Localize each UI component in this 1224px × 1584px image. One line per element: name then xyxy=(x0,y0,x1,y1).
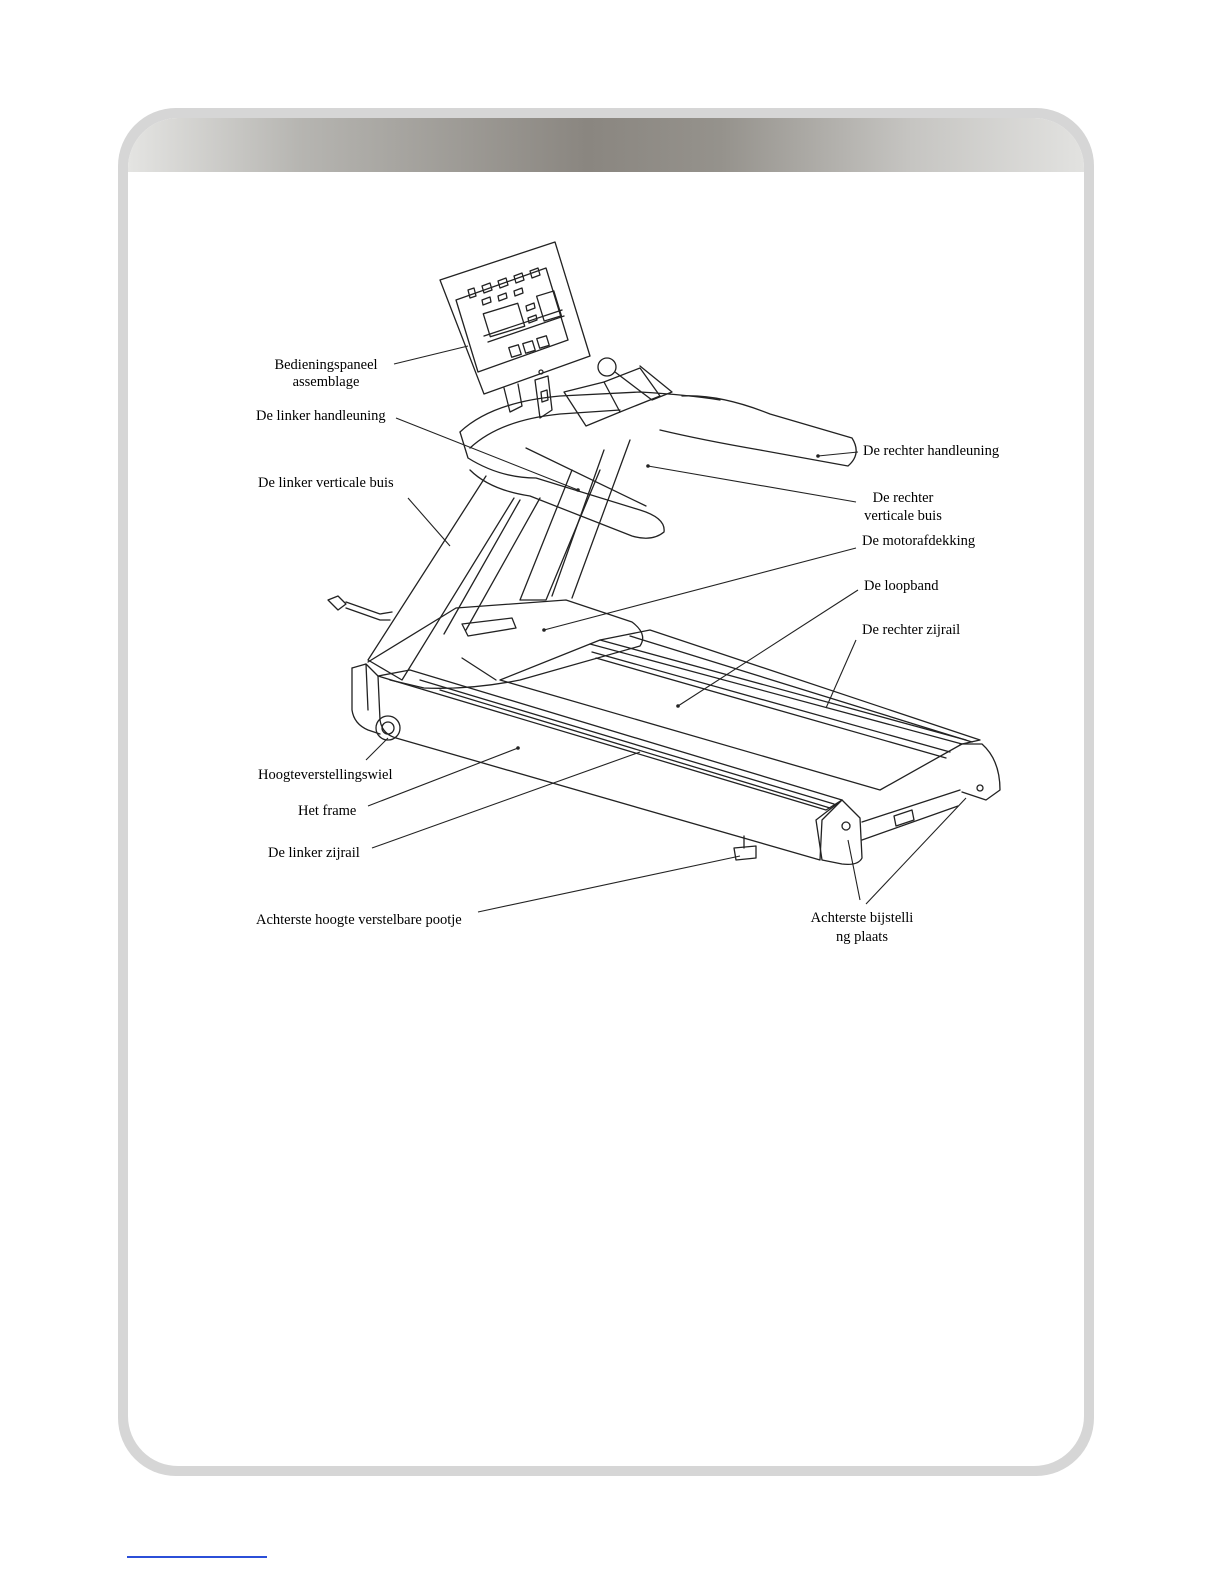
label-right-side-rail: De rechter zijrail xyxy=(862,622,960,638)
dot-belt xyxy=(676,704,680,708)
label-left-handrail: De linker handleuning xyxy=(256,408,386,424)
dot-left-handrail xyxy=(576,488,580,492)
label-belt: De loopband xyxy=(864,578,939,594)
dot-motor-cover xyxy=(542,628,546,632)
label-left-side-rail: De linker zijrail xyxy=(268,845,360,861)
leader-left-upright xyxy=(408,498,450,546)
label-height-wheel: Hoogteverstellingswiel xyxy=(258,767,393,783)
label-rear-plate-line2: ng plaats xyxy=(836,929,888,945)
leader-rear-plate-left xyxy=(848,840,860,900)
label-control-panel-line1: Bedieningspaneel xyxy=(274,357,377,373)
leader-right-upright xyxy=(648,466,856,502)
leader-control-panel xyxy=(394,346,468,364)
label-right-handrail: De rechter handleuning xyxy=(863,443,999,459)
leader-height-wheel xyxy=(366,738,388,760)
dot-frame xyxy=(516,746,520,750)
label-control-panel-line2: assemblage xyxy=(293,374,360,390)
label-left-upright: De linker verticale buis xyxy=(258,475,394,491)
dot-right-upright xyxy=(646,464,650,468)
leader-rear-plate-right xyxy=(866,798,966,904)
label-right-upright-line2: verticale buis xyxy=(864,508,942,524)
label-rear-foot: Achterste hoogte verstelbare pootje xyxy=(256,912,462,928)
leader-left-rail xyxy=(372,752,640,848)
leader-motor-cover xyxy=(544,548,856,630)
label-motor-cover: De motorafdekking xyxy=(862,533,975,549)
label-rear-plate-line1: Achterste bijstelli xyxy=(811,910,914,926)
leader-rear-foot xyxy=(478,856,740,912)
leader-left-handrail xyxy=(396,418,578,490)
label-right-upright-line1: De rechter xyxy=(873,490,934,506)
dot-right-handrail xyxy=(816,454,820,458)
treadmill-drawing xyxy=(328,242,1000,864)
label-frame: Het frame xyxy=(298,803,356,819)
console-drawing xyxy=(440,242,590,394)
leader-right-handrail xyxy=(818,452,858,456)
footer-link-underline xyxy=(127,1556,267,1558)
